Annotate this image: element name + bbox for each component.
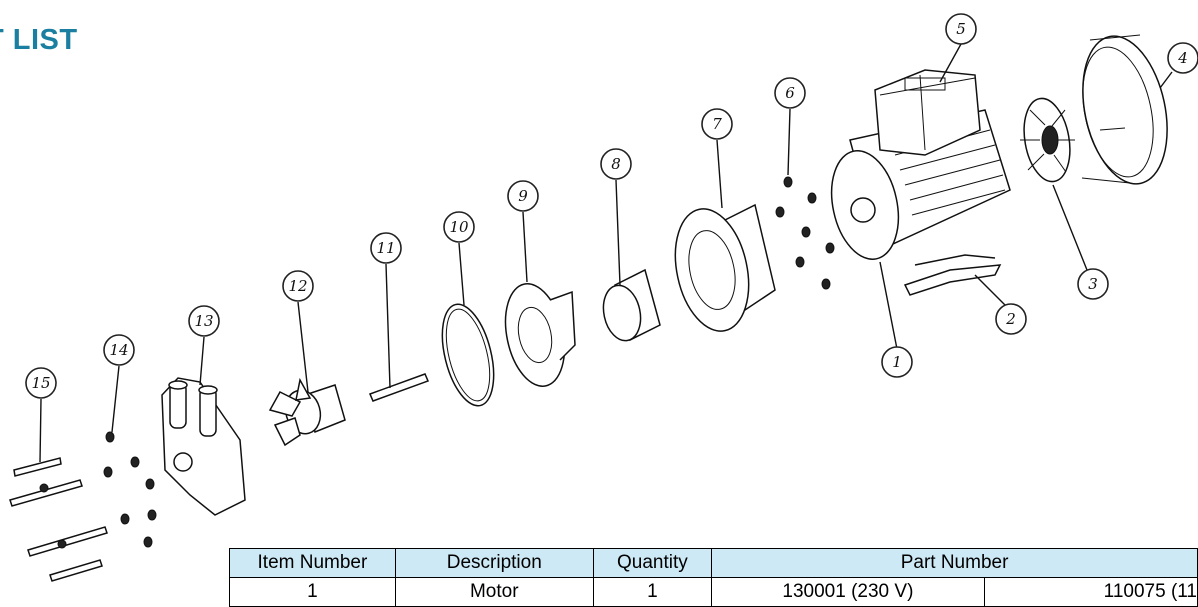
part-bracket: [674, 203, 776, 332]
part-pump-housing: [161, 377, 246, 516]
cell-part-number-b: 110075 (11: [983, 577, 1198, 607]
callout-1-label: 1: [892, 353, 902, 371]
callout-7: 7: [701, 108, 733, 140]
callout-12-label: 12: [288, 277, 307, 295]
part-impeller: [268, 377, 346, 447]
page-title: T LIST: [0, 24, 78, 56]
callout-5-label: 5: [956, 20, 966, 38]
part-terminal-box: [874, 69, 981, 156]
callout-9: 9: [507, 180, 539, 212]
part-screws: [9, 457, 108, 582]
callout-8-label: 8: [611, 155, 621, 173]
callout-3-label: 3: [1088, 275, 1098, 293]
callout-8: 8: [600, 148, 632, 180]
callout-6: 6: [774, 77, 806, 109]
callout-13-label: 13: [194, 312, 213, 330]
exploded-pump-diagram: 1 2 3 4 5 6 7 8 9 10 11 12 13 14 15: [9, 13, 1198, 582]
cell-part-number-a: 130001 (230 V): [711, 577, 985, 607]
leader-lines: [39, 43, 1173, 463]
callout-9-label: 9: [518, 187, 528, 205]
callout-5: 5: [945, 13, 977, 45]
callout-15: 15: [25, 367, 57, 399]
callout-1: 1: [881, 346, 913, 378]
callout-4-label: 4: [1177, 49, 1188, 67]
cell-item-number: 1: [229, 577, 396, 607]
callout-7-label: 7: [712, 115, 722, 133]
callout-11: 11: [370, 232, 402, 264]
callout-4: 4: [1167, 42, 1198, 74]
part-fan: [1020, 97, 1075, 183]
callout-2-label: 2: [1005, 310, 1016, 328]
part-fan-cover: [1081, 34, 1168, 185]
part-sleeve: [602, 268, 661, 342]
callout-11-label: 11: [376, 239, 395, 257]
callout-12: 12: [282, 270, 314, 302]
callout-6-label: 6: [785, 84, 795, 102]
callout-2: 2: [995, 303, 1027, 335]
part-seal-plate: [504, 283, 576, 387]
callout-15-label: 15: [31, 374, 50, 392]
callout-13: 13: [188, 305, 220, 337]
cell-quantity: 1: [592, 577, 713, 607]
part-washers: [103, 431, 157, 548]
header-description: Description: [394, 548, 594, 578]
part-nuts: [775, 176, 835, 290]
callout-3: 3: [1077, 268, 1109, 300]
part-o-ring: [441, 303, 495, 407]
header-part-number: Part Number: [711, 548, 1198, 578]
table-row: 1 Motor 1 130001 (230 V) 110075 (11: [229, 577, 1198, 607]
callout-10-label: 10: [449, 218, 469, 236]
part-motor-feet: [903, 254, 1002, 296]
callout-14-label: 14: [109, 341, 128, 359]
table-header-row: Item Number Description Quantity Part Nu…: [229, 548, 1198, 578]
header-item-number: Item Number: [229, 548, 396, 578]
cell-description: Motor: [394, 577, 594, 607]
header-quantity: Quantity: [592, 548, 713, 578]
part-shaft: [368, 373, 430, 402]
callout-14: 14: [103, 334, 135, 366]
callout-10: 10: [443, 211, 475, 243]
parts-table: Item Number Description Quantity Part Nu…: [229, 548, 1198, 607]
